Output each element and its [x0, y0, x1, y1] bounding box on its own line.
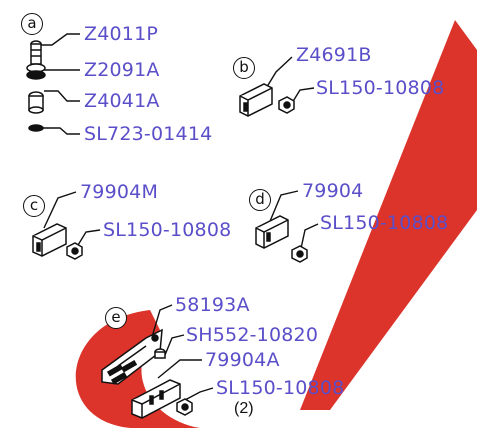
group-d-marker: d: [249, 189, 271, 211]
group-e-part-2: SH552-10820: [186, 324, 319, 346]
group-a-marker: a: [21, 13, 43, 35]
group-b-part-1: Z4691B: [296, 44, 372, 66]
group-a-part-2: Z2091A: [84, 59, 160, 81]
group-a-part-4: SL723-01414: [84, 123, 213, 145]
group-b-part-2: SL150-10808: [316, 77, 445, 99]
group-e-marker: e: [105, 307, 127, 329]
group-e-part-1: 58193A: [175, 294, 250, 316]
group-e-drawing: [101, 328, 193, 419]
group-a-part-1: Z4011P: [84, 23, 159, 45]
group-c-marker: c: [23, 195, 45, 217]
group-e-part-3: 79904A: [205, 349, 280, 371]
group-e-part-4: SL150-10808: [216, 377, 345, 399]
group-b-drawing: [239, 83, 295, 117]
group-a-part-3: Z4041A: [84, 90, 160, 112]
group-c-part-1: 79904M: [80, 181, 159, 203]
group-d-part-1: 79904: [302, 180, 364, 202]
figure-caption: (2): [234, 400, 254, 417]
group-a-drawing: [26, 40, 46, 132]
group-c-drawing: [32, 223, 83, 260]
group-d-part-2: SL150-10808: [320, 212, 449, 234]
group-d-drawing: [255, 215, 308, 263]
group-b-marker: b: [233, 57, 255, 79]
leader-lines: [38, 33, 319, 401]
group-c-part-2: SL150-10808: [103, 219, 232, 241]
